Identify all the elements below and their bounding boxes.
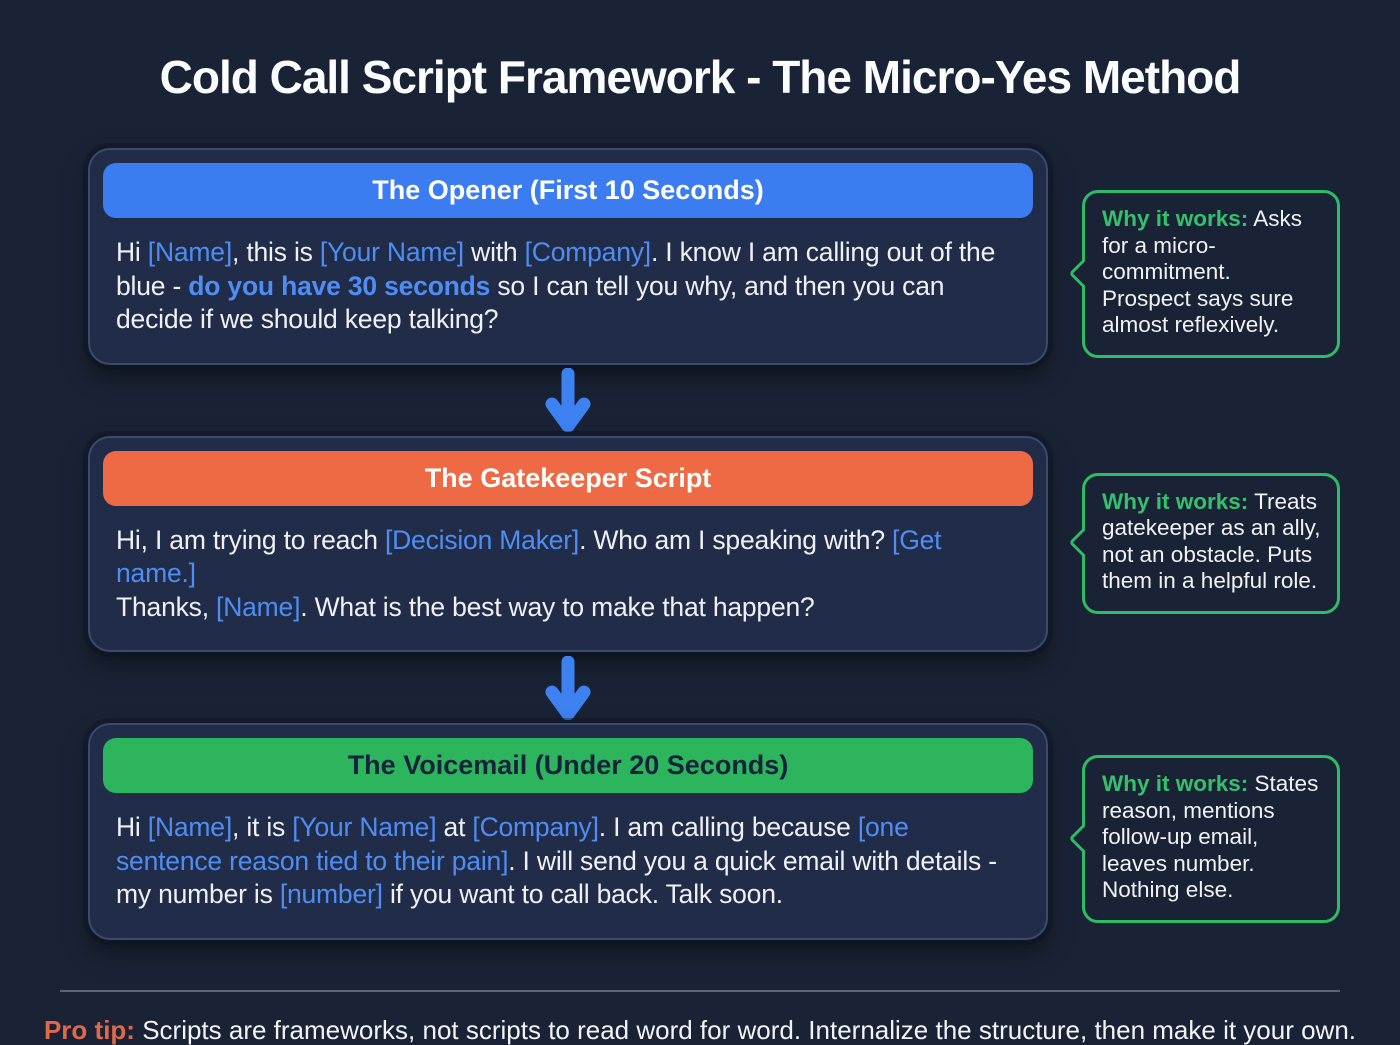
script-placeholder: [Name] <box>147 812 233 842</box>
pro-tip-text: Scripts are frameworks, not scripts to r… <box>134 1014 1357 1045</box>
script-text: at <box>436 812 473 842</box>
script-text: . I will send you a quick email with det… <box>116 845 997 910</box>
script-placeholder: [Company] <box>524 237 652 267</box>
card-body: Hi [Name], this is [Your Name] with [Com… <box>90 229 1046 363</box>
callout-text: States reason, mentions follow-up email,… <box>1102 771 1319 902</box>
down-arrow-icon <box>545 655 591 720</box>
flow-row: The Gatekeeper Script Hi, I am trying to… <box>88 435 1340 652</box>
why-it-works-callout: Why it works: States reason, mentions fo… <box>1068 755 1340 923</box>
flow: The Opener (First 10 Seconds) Hi [Name],… <box>88 148 1340 940</box>
script-placeholder: [Company] <box>472 812 599 842</box>
page-title: Cold Call Script Framework - The Micro-Y… <box>159 51 1242 103</box>
script-placeholder: [Name] <box>216 591 301 622</box>
script-placeholder: [Decision Maker] <box>384 524 580 555</box>
script-placeholder: [Your Name] <box>319 237 464 267</box>
script-text: . What is the best way to make that happ… <box>300 591 815 622</box>
card-body: Hi, I am trying to reach [Decision Maker… <box>90 517 1046 651</box>
script-text: Thanks, <box>116 591 217 622</box>
script-placeholder: [number] <box>279 879 383 909</box>
script-text: if you want to call back. Talk soon. <box>382 879 783 909</box>
card-header: The Gatekeeper Script <box>103 450 1033 506</box>
script-text: Hi, I am trying to reach <box>116 524 385 555</box>
callout-tail-icon <box>1068 527 1099 558</box>
why-it-works-callout: Why it works: Treats gatekeeper as an al… <box>1068 472 1340 614</box>
script-placeholder: [Get name.] <box>116 524 942 589</box>
flow-row: The Voicemail (Under 20 Seconds) Hi [Nam… <box>88 723 1340 940</box>
script-text: . I know I am calling out of the blue - <box>116 237 996 301</box>
arrow-row <box>88 365 1048 436</box>
script-text: . Who am I speaking with? <box>579 524 893 555</box>
pro-tip: Pro tip: Scripts are frameworks, not scr… <box>0 1015 1400 1045</box>
script-placeholder: [Name] <box>147 237 233 267</box>
script-card: The Gatekeeper Script Hi, I am trying to… <box>88 435 1048 652</box>
callout-text: Treats gatekeeper as an ally, not an obs… <box>1102 488 1321 594</box>
script-text: do you have 30 seconds <box>188 270 491 301</box>
script-text: with <box>463 237 525 267</box>
down-arrow-icon <box>545 368 591 432</box>
script-card: The Opener (First 10 Seconds) Hi [Name],… <box>88 148 1048 365</box>
card-header: The Opener (First 10 Seconds) <box>103 163 1033 218</box>
card-header: The Voicemail (Under 20 Seconds) <box>103 738 1033 793</box>
callout-wrap: Why it works: Asks for a micro-commitmen… <box>1068 190 1340 358</box>
script-card: The Voicemail (Under 20 Seconds) Hi [Nam… <box>88 723 1048 940</box>
script-placeholder: [Your Name] <box>292 812 437 842</box>
why-it-works-callout: Why it works: Asks for a micro-commitmen… <box>1068 190 1340 358</box>
callout-wrap: Why it works: Treats gatekeeper as an al… <box>1068 472 1340 614</box>
arrow-row <box>88 652 1048 723</box>
flow-row: The Opener (First 10 Seconds) Hi [Name],… <box>88 148 1340 365</box>
script-text: , this is <box>232 237 320 267</box>
divider <box>60 989 1340 992</box>
callout-tail-icon <box>1068 823 1099 854</box>
script-text: Hi <box>116 812 148 842</box>
script-text: Hi <box>116 237 148 267</box>
callout-label: Why it works: <box>1102 206 1249 231</box>
script-placeholder: [one sentence reason tied to their pain] <box>116 812 909 876</box>
callout-text: Asks for a micro-commitment. Prospect sa… <box>1102 206 1303 337</box>
script-text: , it is <box>232 812 293 842</box>
callout-label: Why it works: <box>1102 771 1249 796</box>
script-text: . I am calling because <box>598 812 858 842</box>
script-text: so I can tell you why, and then you can … <box>116 270 945 335</box>
card-body: Hi [Name], it is [Your Name] at [Company… <box>90 804 1046 938</box>
pro-tip-label: Pro tip: <box>43 1014 135 1045</box>
callout-tail-icon <box>1068 258 1099 289</box>
callout-wrap: Why it works: States reason, mentions fo… <box>1068 755 1340 923</box>
callout-label: Why it works: <box>1102 488 1249 514</box>
